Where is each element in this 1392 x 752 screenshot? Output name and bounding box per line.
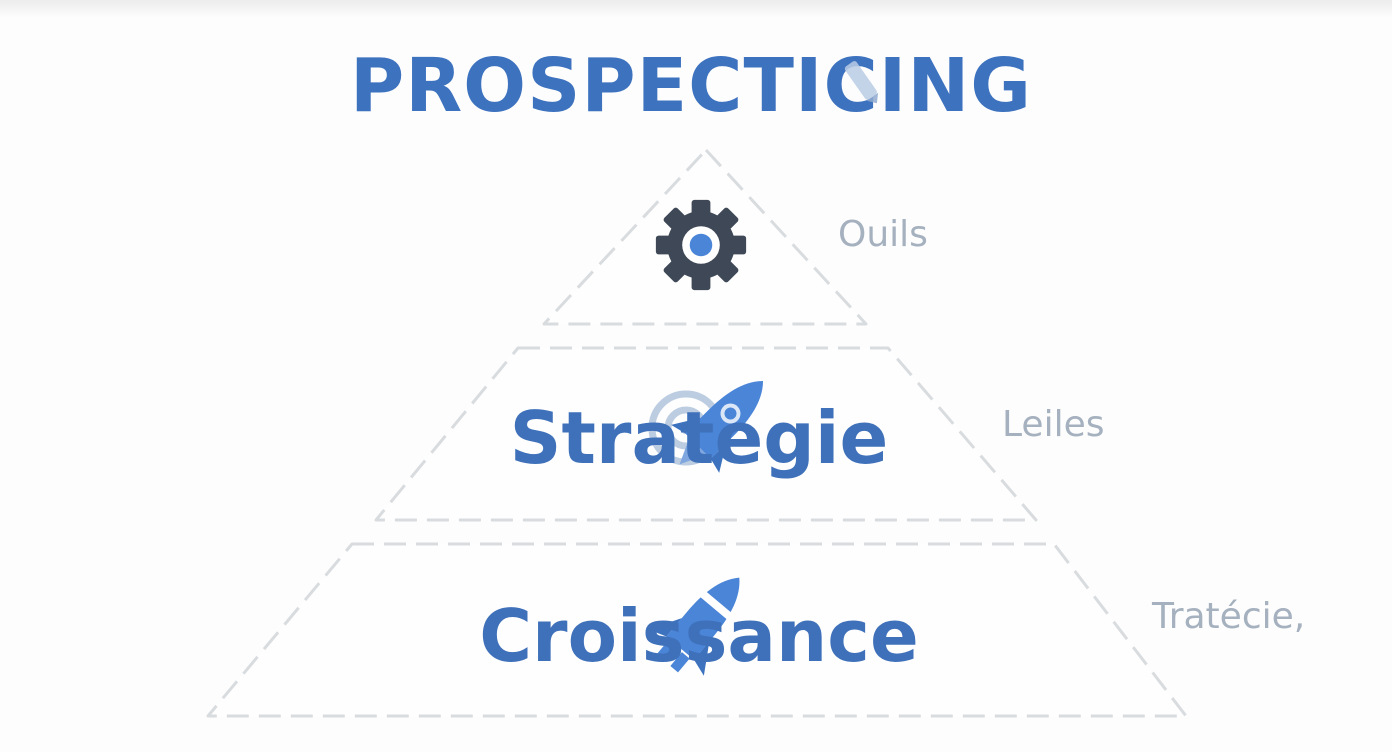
tier-label-croissance: Croissance: [479, 594, 919, 678]
page-title: PROSPECTICING: [349, 43, 1033, 129]
side-note-leiles: Leiles: [1002, 404, 1105, 445]
tier-label-strategie: Strategie: [509, 396, 889, 480]
rocket-target-icon: [648, 380, 764, 473]
rocket-icon: [648, 577, 740, 676]
gear-icon: [655, 199, 747, 291]
side-note-ouils: Ouils: [838, 214, 928, 255]
top-shade: [0, 0, 1392, 18]
pencil-icon: [844, 61, 879, 104]
side-note-tratecie: Tratécie,: [1152, 596, 1306, 637]
